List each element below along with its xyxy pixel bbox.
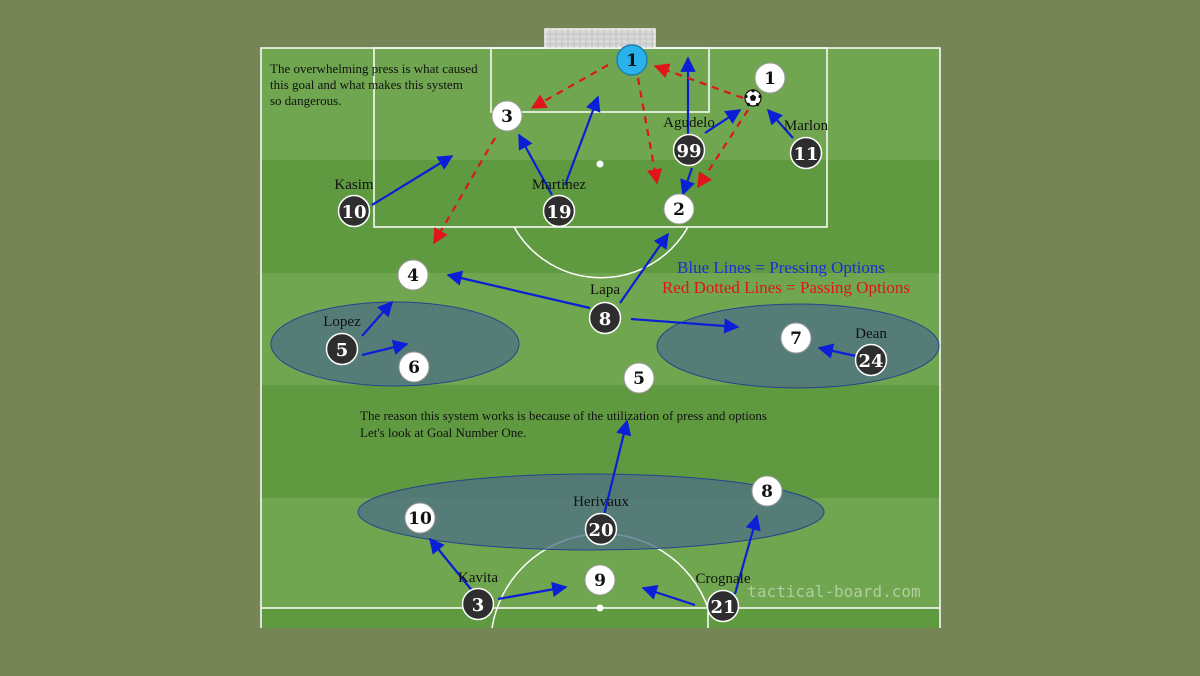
legend-passing: Red Dotted Lines = Passing Options <box>662 278 910 297</box>
opponent-player[interactable]: 9 <box>584 564 616 596</box>
press-arrow <box>361 300 394 337</box>
player-number: 11 <box>793 144 818 165</box>
press-note-line: The overwhelming press is what caused <box>270 61 478 76</box>
press-note-line: so dangerous. <box>270 93 342 108</box>
own-players: Agudelo 99 Marlon 11 Kasim 10 Martinez 1… <box>323 115 887 623</box>
press-arrow <box>733 514 761 595</box>
player-number: 1 <box>764 69 776 89</box>
player-name: Agudelo <box>663 115 715 131</box>
press-arrow <box>518 133 553 196</box>
legend: Blue Lines = Pressing Options Red Dotted… <box>662 258 910 297</box>
player-number: 4 <box>407 266 419 286</box>
press-arrow <box>361 339 409 357</box>
zone-left <box>270 301 520 387</box>
player-name: Martinez <box>532 177 586 193</box>
press-arrow <box>630 317 740 334</box>
penalty-spot <box>596 160 604 168</box>
pass-arrow <box>697 109 749 189</box>
player-name: Marlon <box>784 118 829 134</box>
player-number: 9 <box>594 571 606 591</box>
player-name: Crognale <box>696 571 751 587</box>
press-note-line: this goal and what makes this system <box>270 77 463 92</box>
press-arrow <box>680 167 695 196</box>
press-arrow <box>446 270 591 310</box>
player-name: Herivaux <box>573 494 629 510</box>
player-name: Kavita <box>458 570 498 586</box>
center-spot <box>596 604 604 612</box>
player-name: Lapa <box>590 282 620 298</box>
player-number: 20 <box>588 520 613 541</box>
player-number: 24 <box>858 351 883 372</box>
player-number: 7 <box>790 329 802 349</box>
player-name: Lopez <box>323 314 361 330</box>
own-player[interactable]: Dean 24 <box>854 326 887 377</box>
own-player[interactable]: Kasim 10 <box>334 177 374 228</box>
player-number: 6 <box>408 358 420 378</box>
own-player[interactable]: Agudelo 99 <box>663 115 715 167</box>
own-player[interactable]: Martinez 19 <box>532 177 586 228</box>
goal-net <box>544 28 656 49</box>
opponent-player[interactable]: 6 <box>398 351 430 383</box>
soccer-ball-icon[interactable] <box>744 89 762 107</box>
player-number: 99 <box>676 141 701 162</box>
own-player[interactable]: Crognale 21 <box>696 571 751 623</box>
player-number: 8 <box>761 482 773 502</box>
player-number: 3 <box>472 595 485 616</box>
player-number: 1 <box>626 51 638 71</box>
player-number: 5 <box>336 340 349 361</box>
opponent-player[interactable]: 3 <box>491 100 523 132</box>
passing-arrows <box>433 63 749 245</box>
system-note-line: Let's look at Goal Number One. <box>360 425 526 440</box>
player-number: 10 <box>341 202 366 223</box>
system-note-line: The reason this system works is because … <box>360 408 767 423</box>
opponent-player[interactable]: 4 <box>397 259 429 291</box>
press-note: The overwhelming press is what caused th… <box>270 61 478 108</box>
player-name: Dean <box>855 326 887 342</box>
opponent-goalkeeper[interactable]: 1 <box>616 44 648 76</box>
player-number: 3 <box>501 107 513 127</box>
opponent-player[interactable]: 1 <box>754 62 786 94</box>
own-player[interactable]: Kavita 3 <box>458 570 498 621</box>
system-note: The reason this system works is because … <box>360 408 767 440</box>
pass-arrow <box>636 77 663 185</box>
player-number: 8 <box>599 309 612 330</box>
opponent-player[interactable]: 10 <box>404 502 436 534</box>
player-number: 5 <box>633 369 645 389</box>
opponent-player[interactable]: 7 <box>780 322 812 354</box>
player-number: 10 <box>408 509 432 529</box>
opponent-player[interactable]: 5 <box>623 362 655 394</box>
player-number: 19 <box>546 202 571 223</box>
press-arrow <box>766 108 794 139</box>
opponent-player[interactable]: 2 <box>663 193 695 225</box>
press-arrow <box>704 109 742 134</box>
zone-bottom <box>357 473 825 551</box>
press-arrow <box>563 95 601 186</box>
player-name: Kasim <box>334 177 373 193</box>
watermark: tactical-board.com <box>747 582 920 601</box>
player-number: 21 <box>710 597 735 618</box>
pass-arrow <box>530 64 609 109</box>
press-arrow <box>429 537 475 594</box>
own-player[interactable]: Lapa 8 <box>588 282 622 335</box>
opponent-players: 1 1 3 2 4 6 7 5 <box>397 44 812 596</box>
press-arrow <box>817 343 857 359</box>
press-arrow <box>641 584 696 607</box>
player-number: 2 <box>673 200 685 220</box>
opponent-player[interactable]: 8 <box>751 475 783 507</box>
press-arrow <box>619 232 669 304</box>
press-arrow <box>602 419 632 516</box>
own-player[interactable]: Marlon 11 <box>784 118 829 170</box>
own-player[interactable]: Herivaux 20 <box>573 494 629 546</box>
press-arrow <box>497 581 568 601</box>
pressing-arrows <box>361 56 857 607</box>
own-player[interactable]: Lopez 5 <box>323 314 361 366</box>
press-arrow <box>371 155 454 206</box>
pass-arrow <box>653 63 744 100</box>
legend-pressing: Blue Lines = Pressing Options <box>677 258 885 277</box>
